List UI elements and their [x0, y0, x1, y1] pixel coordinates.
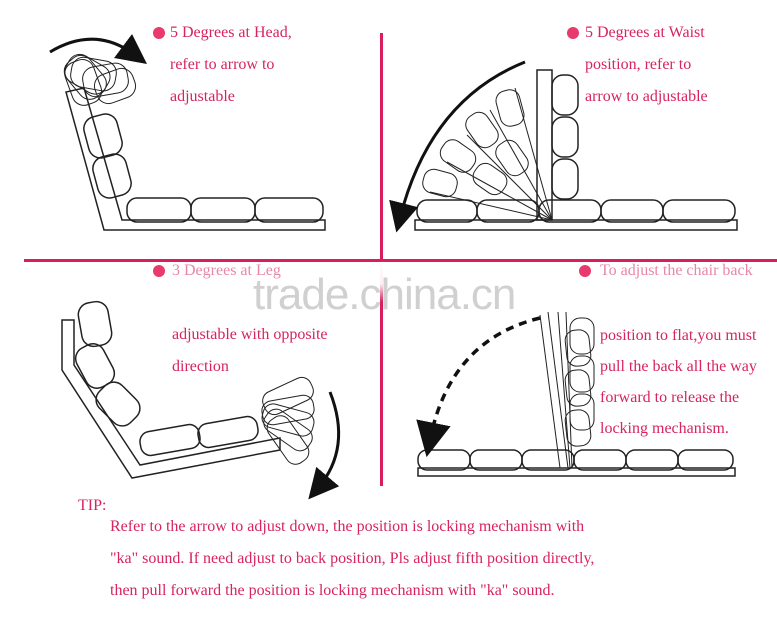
- waist-adjust-chair: [389, 60, 738, 233]
- head-caption-line-2: refer to arrow to: [170, 56, 275, 73]
- head-caption-line-3: adjustable: [170, 88, 235, 105]
- flat-adjust-chair: [416, 311, 736, 477]
- tip-line-2: "ka" sound. If need adjust to back posit…: [110, 550, 595, 567]
- tip-line-1: Refer to the arrow to adjust down, the p…: [110, 518, 585, 535]
- flat-caption-line-5: locking mechanism.: [600, 420, 729, 437]
- flat-caption-line-3: pull the back all the way: [600, 358, 757, 375]
- leg-caption-line-1: 3 Degrees at Leg: [172, 262, 281, 279]
- head-caption-line-1: 5 Degrees at Head,: [170, 24, 292, 41]
- horizontal-divider: [24, 259, 777, 262]
- waist-caption-line-1: 5 Degrees at Waist: [585, 24, 705, 41]
- leg-caption-line-3: direction: [172, 358, 229, 375]
- watermark-text: trade.china.cn: [253, 270, 516, 319]
- bullet-icon: [567, 27, 579, 39]
- bullet-icon: [153, 265, 165, 277]
- head-adjust-chair: [49, 34, 326, 231]
- flat-caption-line-2: position to flat,you must: [600, 327, 757, 344]
- tip-line-3: then pull forward the position is lockin…: [110, 582, 555, 599]
- flat-caption-line-4: forward to release the: [600, 389, 740, 406]
- flat-caption-line-1: To adjust the chair back: [600, 262, 753, 279]
- tip-label: TIP:: [78, 497, 107, 514]
- waist-caption-line-2: position, refer to: [585, 56, 692, 73]
- watermark-band: [0, 262, 777, 302]
- leg-adjust-chair: [61, 300, 341, 500]
- waist-caption-line-3: arrow to adjustable: [585, 88, 708, 105]
- bullet-icon: [153, 27, 165, 39]
- bullet-icon: [579, 265, 591, 277]
- leg-caption-line-2: adjustable with opposite: [172, 326, 328, 343]
